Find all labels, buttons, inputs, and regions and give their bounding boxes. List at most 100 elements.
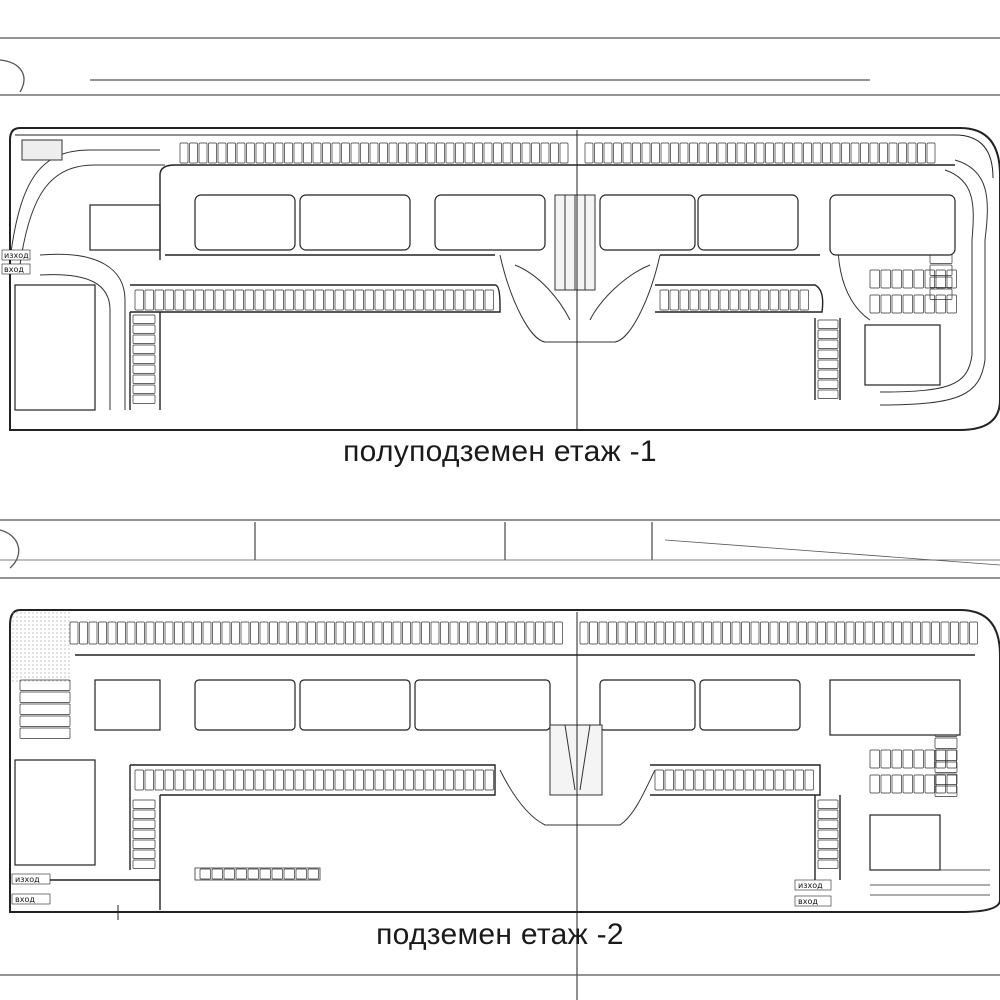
parking-stall	[107, 621, 117, 645]
parking-stall	[388, 142, 398, 164]
parking-stall	[698, 142, 708, 164]
parking-stall	[891, 269, 902, 289]
parking-stall	[354, 769, 364, 791]
parking-stall	[193, 621, 202, 645]
parking-stall	[744, 769, 754, 791]
parking-stall	[19, 691, 71, 703]
parking-stall	[684, 769, 694, 791]
parking-stall	[803, 142, 812, 164]
parking-stall	[497, 621, 506, 645]
floor-1-caption: полуподземен етаж -1	[343, 435, 657, 468]
parking-stall	[754, 769, 764, 791]
parking-stall	[312, 142, 322, 164]
parking-stall	[132, 839, 156, 849]
parking-stall	[284, 142, 293, 164]
parking-stall	[880, 294, 891, 314]
parking-stall	[850, 142, 860, 164]
parking-stall	[891, 749, 902, 769]
parking-stall	[880, 269, 891, 289]
parking-stall	[512, 142, 521, 164]
parking-stall	[394, 289, 404, 311]
parking-stall	[132, 859, 156, 869]
parking-stall	[211, 868, 223, 880]
parking-stall	[444, 289, 454, 311]
parking-stall	[891, 774, 902, 794]
parking-stall	[288, 621, 297, 645]
parking-stall	[464, 142, 474, 164]
parking-stall	[434, 769, 444, 791]
parking-stall	[836, 621, 845, 645]
parking-stall	[704, 769, 714, 791]
parking-stall	[417, 142, 426, 164]
parking-stall	[144, 289, 154, 311]
parking-stall	[126, 621, 136, 645]
parking-stall	[212, 621, 221, 645]
parking-stall	[454, 769, 464, 791]
floor-1-outline	[9, 127, 1000, 431]
parking-stall	[793, 142, 803, 164]
parking-stall	[665, 621, 674, 645]
parking-stall	[414, 769, 424, 791]
parking-stall	[817, 849, 839, 859]
parking-stall	[788, 621, 798, 645]
parking-stall	[902, 621, 912, 645]
parking-stalls-floor-1	[59, 142, 957, 404]
parking-stall	[341, 142, 350, 164]
parking-stall	[579, 621, 589, 645]
parking-stall	[684, 621, 693, 645]
parking-stall	[364, 769, 374, 791]
parking-stall	[487, 621, 497, 645]
parking-stall	[202, 621, 212, 645]
parking-stall	[774, 769, 784, 791]
parking-stall	[817, 799, 839, 809]
parking-stall	[674, 769, 684, 791]
parking-stall	[893, 621, 902, 645]
parking-stall	[354, 289, 364, 311]
parking-stall	[88, 621, 98, 645]
parking-stall	[194, 769, 204, 791]
parking-stall	[154, 289, 164, 311]
parking-stall	[693, 621, 703, 645]
parking-stall	[314, 289, 324, 311]
parking-stall	[817, 819, 839, 829]
parking-stall	[244, 289, 254, 311]
parking-stall	[459, 621, 468, 645]
hatched-area-floor-2	[12, 612, 70, 682]
parking-stall	[426, 142, 436, 164]
parking-stall	[314, 769, 324, 791]
parking-stall	[935, 294, 946, 314]
parking-stall	[554, 621, 563, 645]
parking-stall	[478, 621, 487, 645]
parking-stall	[19, 727, 71, 739]
parking-stall	[502, 142, 512, 164]
exit-label-floor-2-left: изход	[15, 875, 40, 884]
parking-stall	[69, 621, 79, 645]
parking-stall	[404, 289, 414, 311]
road-top	[0, 37, 1000, 96]
parking-stall	[214, 769, 224, 791]
central-ramp-floor-2	[499, 724, 656, 826]
parking-stall	[679, 142, 689, 164]
parking-stall	[794, 769, 804, 791]
parking-stall	[584, 142, 594, 164]
parking-stall	[364, 621, 373, 645]
parking-stall	[183, 621, 193, 645]
parking-stall	[669, 289, 679, 311]
floor-2-outline	[9, 609, 1000, 913]
parking-stall	[709, 289, 719, 311]
parking-stall	[959, 621, 969, 645]
parking-stall	[132, 334, 156, 344]
parking-stall	[464, 769, 474, 791]
parking-stall	[622, 142, 632, 164]
parking-stall	[934, 737, 958, 749]
parking-stall	[247, 868, 259, 880]
parking-stall	[364, 289, 374, 311]
parking-stall	[294, 289, 304, 311]
parking-stall	[924, 749, 935, 769]
parking-stall	[898, 142, 907, 164]
parking-stall	[379, 142, 388, 164]
parking-stall	[484, 289, 494, 311]
parking-stall	[749, 289, 759, 311]
parking-stall	[224, 769, 234, 791]
